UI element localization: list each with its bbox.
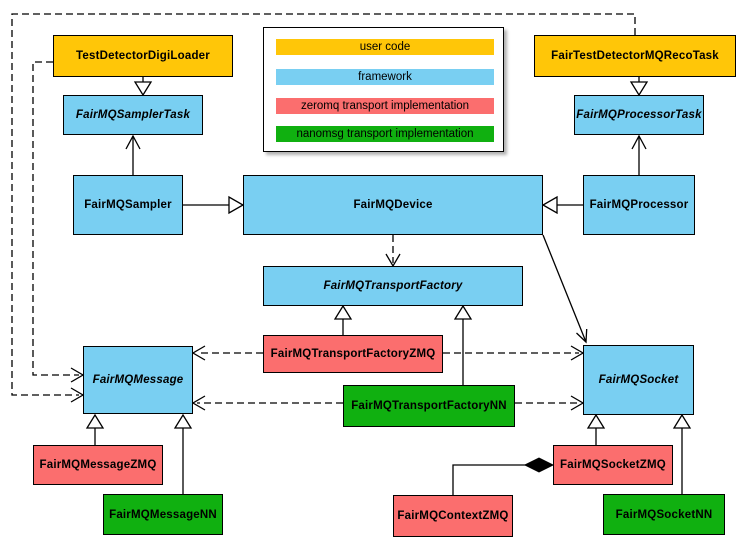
- legend-item-user-code: user code: [276, 39, 494, 55]
- class-label: FairMQMessageZMQ: [39, 459, 157, 471]
- class-label: FairMQMessage: [92, 374, 184, 386]
- edge-sampler-samplertask-association: [125, 134, 141, 175]
- edge-tfzmq-transportfactory-inheritance: [333, 304, 353, 335]
- class-label: FairMQSamplerTask: [75, 109, 191, 121]
- class-fairmq-processor: FairMQProcessor: [583, 175, 695, 235]
- edge-contextzmq-socketzmq-composition: [452, 457, 555, 495]
- class-label: FairMQSocketZMQ: [560, 459, 666, 471]
- edge-processor-processortask-association: [631, 134, 647, 175]
- edge-messagezmq-message-inheritance: [85, 413, 105, 445]
- class-label: FairMQSampler: [84, 199, 172, 211]
- class-label: FairMQProcessorTask: [576, 109, 702, 121]
- legend: user code framework zeromq transport imp…: [263, 27, 504, 152]
- class-test-detector-digi-loader: TestDetectorDigiLoader: [53, 35, 233, 77]
- edge-device-socket-association: [542, 234, 588, 344]
- edge-socketnn-socket-inheritance: [672, 413, 692, 494]
- class-label: FairMQMessageNN: [109, 508, 217, 521]
- class-fairmq-message: FairMQMessage: [83, 346, 193, 414]
- class-fairmq-context-zmq: FairMQContextZMQ: [393, 495, 513, 537]
- class-fairmq-socket: FairMQSocket: [583, 345, 694, 415]
- class-fairmq-message-nn: FairMQMessageNN: [103, 494, 223, 535]
- class-fairmq-transport-factory-nn: FairMQTransportFactoryNN: [343, 385, 515, 427]
- edge-recotask-processortask-inheritance: [629, 77, 649, 97]
- edge-tfnn-socket-dependency: [515, 395, 585, 411]
- edge-tfzmq-message-dependency: [191, 345, 263, 361]
- class-label: FairMQSocket: [598, 374, 679, 386]
- class-fairmq-socket-nn: FairMQSocketNN: [603, 494, 725, 535]
- edge-tddl-samplertask-inheritance: [133, 77, 153, 97]
- class-fairmq-transport-factory: FairMQTransportFactory: [263, 266, 523, 306]
- class-label: FairMQTransportFactoryZMQ: [270, 348, 436, 360]
- class-fairmq-sampler: FairMQSampler: [73, 175, 183, 235]
- edge-tfzmq-socket-dependency: [443, 345, 585, 361]
- class-fairmq-sampler-task: FairMQSamplerTask: [63, 95, 203, 135]
- class-fairmq-message-zmq: FairMQMessageZMQ: [33, 445, 163, 485]
- class-label: FairMQTransportFactoryNN: [351, 400, 507, 412]
- class-fairmq-socket-zmq: FairMQSocketZMQ: [553, 445, 673, 485]
- class-label: FairTestDetectorMQRecoTask: [551, 50, 719, 62]
- edge-messagenn-message-inheritance: [173, 413, 193, 494]
- edge-socketzmq-socket-inheritance: [586, 413, 606, 445]
- class-label: FairMQContextZMQ: [397, 510, 509, 522]
- edge-tfnn-transportfactory-inheritance: [453, 304, 473, 385]
- edge-sampler-device-inheritance: [183, 195, 245, 215]
- class-fairmq-transport-factory-zmq: FairMQTransportFactoryZMQ: [263, 335, 443, 373]
- edge-processor-device-inheritance: [541, 195, 583, 215]
- class-label: FairMQSocketNN: [615, 508, 713, 521]
- legend-item-zeromq: zeromq transport implementation: [276, 98, 494, 114]
- class-fairmq-processor-task: FairMQProcessorTask: [574, 95, 704, 135]
- class-label: TestDetectorDigiLoader: [76, 50, 210, 62]
- edge-device-transportfactory-dependency: [385, 235, 401, 268]
- class-label: FairMQProcessor: [589, 199, 689, 211]
- edge-tfnn-message-dependency: [191, 395, 343, 411]
- class-label: FairMQTransportFactory: [323, 280, 463, 292]
- legend-item-framework: framework: [276, 69, 494, 85]
- class-label: FairMQDevice: [353, 199, 433, 211]
- class-fairmq-device: FairMQDevice: [243, 175, 543, 235]
- legend-item-nanomsg: nanomsg transport implementation: [276, 126, 494, 142]
- class-fair-test-detector-mq-reco-task: FairTestDetectorMQRecoTask: [534, 35, 736, 77]
